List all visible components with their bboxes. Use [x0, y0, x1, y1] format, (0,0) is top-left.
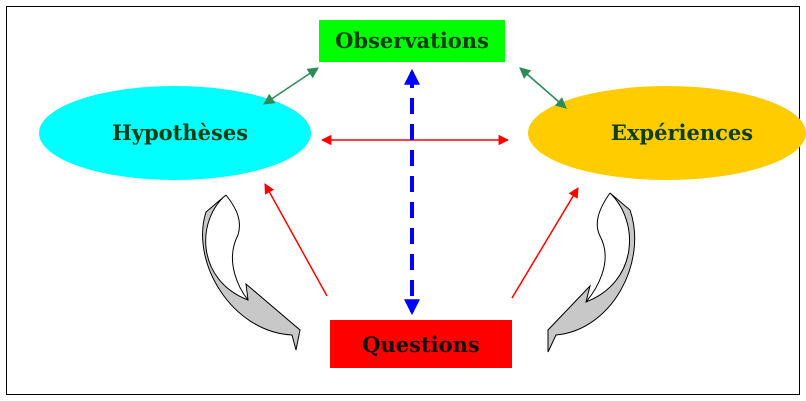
experiences-ellipse [528, 86, 806, 180]
curved-arrow-right-inner [585, 192, 611, 303]
arrow-questions-hypotheses [264, 183, 328, 297]
arrow-observations-experiences [519, 67, 567, 109]
diagram-frame [6, 6, 800, 395]
curved-arrow-left-inner [225, 194, 249, 301]
hypotheses-label: Hypothèses [112, 120, 248, 145]
questions-box [330, 320, 512, 368]
hypotheses-ellipse [39, 86, 311, 180]
curved-arrow-left [202, 194, 301, 351]
experiences-label: Expériences [611, 120, 753, 145]
arrow-observations-hypotheses [263, 67, 319, 105]
observations-box [319, 20, 505, 62]
observations-label: Observations [335, 28, 489, 53]
curved-arrow-right [547, 192, 636, 353]
arrow-questions-experiences [511, 187, 579, 299]
questions-label: Questions [362, 332, 480, 357]
